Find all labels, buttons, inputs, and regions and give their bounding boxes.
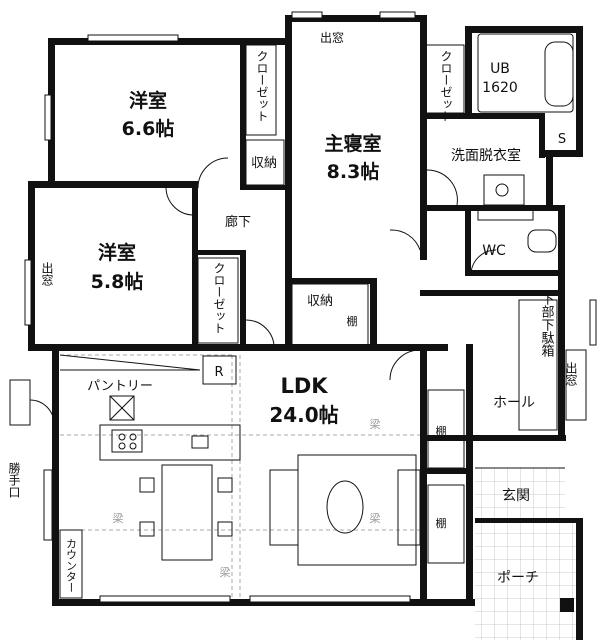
- counter-label: カウンター: [65, 538, 78, 593]
- refrigerator-label: R: [214, 365, 223, 380]
- bay-window-left-label: 出窓: [40, 262, 54, 286]
- western-room-2-size: 5.8帖: [91, 270, 144, 293]
- storage-s-label: S: [558, 132, 566, 147]
- western-room-1-size: 6.6帖: [122, 117, 175, 140]
- bay-window-right-label: 出窓: [564, 362, 578, 386]
- beam-label-1: 梁: [370, 417, 381, 431]
- shoe-box-label: 下部下駄箱: [539, 292, 555, 357]
- fixtures: [59, 33, 574, 599]
- master-bedroom-name: 主寝室: [324, 132, 381, 155]
- porch-floor: [475, 520, 583, 640]
- washroom-label: 洗面脱衣室: [451, 147, 521, 164]
- porch-corner-mark: [560, 598, 574, 612]
- beam-label-2: 梁: [113, 511, 124, 525]
- western-room-1-name: 洋室: [129, 89, 167, 112]
- unit-bath-label-2: 1620: [482, 80, 518, 96]
- windows: [9, 11, 597, 603]
- ldk-size: 24.0帖: [269, 403, 338, 427]
- bay-window-top-label: 出窓: [320, 30, 344, 45]
- porch-label: ポーチ: [497, 570, 539, 586]
- kitchen-door-label: 勝手口: [7, 461, 21, 498]
- unit-bath-label-1: UB: [490, 61, 510, 77]
- closet-label-3: クローゼット: [212, 262, 226, 334]
- beam-label-4: 梁: [220, 565, 231, 579]
- entrance-floor: [475, 468, 565, 520]
- pantry-label: パントリー: [87, 379, 153, 394]
- wc-label: WC: [482, 243, 506, 259]
- master-bedroom-size: 8.3帖: [327, 160, 380, 183]
- door-swings: [29, 157, 497, 425]
- closet-label-2: クローゼット: [439, 50, 453, 122]
- ldk-name: LDK: [280, 374, 328, 398]
- western-room-2-name: 洋室: [98, 241, 136, 264]
- shelf-label-2: 棚: [436, 424, 447, 438]
- closet-label-1: クローゼット: [255, 50, 269, 122]
- storage-label-1: 収納: [251, 156, 277, 171]
- walls: [28, 15, 583, 640]
- beam-label-3: 梁: [370, 511, 381, 525]
- hall-label: ホール: [493, 395, 535, 411]
- storage-label-2: 収納: [307, 294, 333, 309]
- hallway-label: 廊下: [225, 214, 251, 230]
- entrance-label: 玄関: [502, 487, 530, 504]
- shelf-label-3: 棚: [436, 516, 447, 530]
- shelf-label-1: 棚: [347, 314, 358, 328]
